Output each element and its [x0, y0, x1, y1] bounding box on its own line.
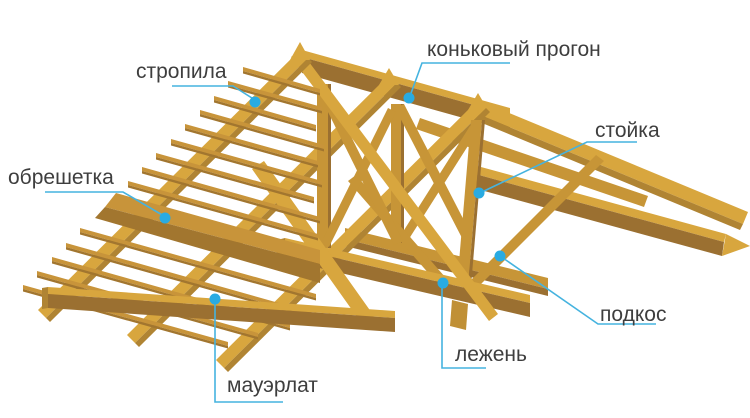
- leader-line-mauerlat: [214, 301, 283, 403]
- mauerlat-beam: [42, 287, 395, 332]
- leader-dot-konek: [403, 92, 415, 104]
- leader-line-lezhen: [441, 286, 486, 369]
- front-right-rafter: [291, 50, 498, 321]
- label-stoyka: стойка: [595, 119, 660, 142]
- middle-post: [391, 104, 404, 243]
- front-post: [317, 84, 331, 248]
- rear-brace-down: [395, 104, 471, 238]
- rear-right-rafter: [470, 100, 748, 230]
- leader-line-stoyka: [481, 141, 637, 193]
- label-obreshetka: обрешетка: [8, 166, 114, 189]
- front-brace-up: [321, 108, 396, 247]
- leader-line-konek: [409, 62, 510, 97]
- podkos-brace: [456, 155, 604, 301]
- leader-dot-lezhen: [437, 277, 449, 289]
- leader-line-podkos: [502, 257, 656, 325]
- leader-dot-stropila: [249, 96, 261, 108]
- leader-lines-layer: [45, 62, 656, 403]
- leader-line-obreshetka: [45, 191, 165, 217]
- label-mauerlat: мауэрлат: [227, 374, 318, 397]
- label-stropila: стропила: [136, 60, 227, 83]
- leader-dot-obreshetka: [159, 212, 171, 224]
- label-konek: коньковый прогон: [427, 38, 601, 61]
- label-podkos: подкос: [600, 303, 667, 326]
- label-lezhen: лежень: [455, 343, 527, 366]
- leader-line-stropila: [172, 85, 256, 101]
- right-eave-beam: [466, 164, 750, 256]
- leader-dot-stoyka: [473, 187, 485, 199]
- front-brace-down: [324, 100, 403, 245]
- long-diagonal-brace: [252, 161, 374, 324]
- leader-dot-mauerlat: [209, 293, 221, 305]
- leader-dot-podkos: [494, 250, 506, 262]
- rear-post-stoyka: [457, 120, 485, 286]
